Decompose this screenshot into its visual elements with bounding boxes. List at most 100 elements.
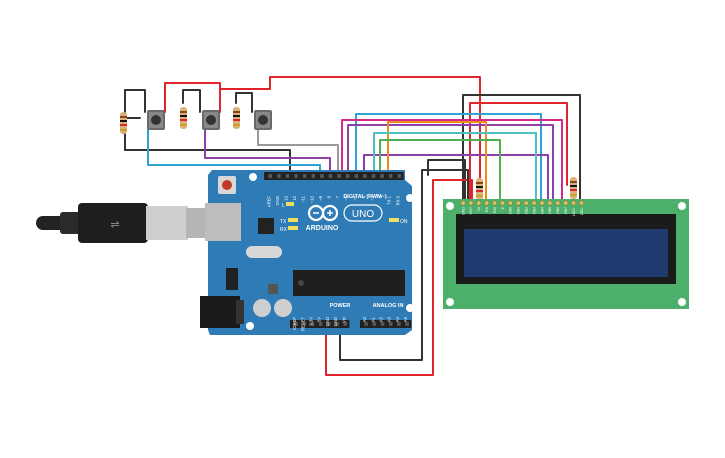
lcd-pin-8[interactable] — [523, 200, 529, 206]
power-pin-2[interactable] — [310, 322, 315, 326]
digital-pin-1[interactable] — [277, 174, 281, 178]
wire-blue[interactable] — [147, 129, 321, 176]
wire-black-btn3[interactable] — [235, 92, 253, 113]
power-pin-label: 3.3V — [309, 317, 314, 326]
wire-teal[interactable] — [373, 132, 537, 201]
digital-pin-5[interactable] — [311, 174, 316, 178]
lcd-pin-2[interactable] — [476, 200, 482, 206]
led-tx — [288, 218, 298, 222]
regulator — [226, 268, 238, 290]
lcd-pin-0[interactable] — [460, 200, 466, 206]
lcd-pin-1[interactable] — [468, 200, 474, 206]
digital-pin-9[interactable] — [345, 174, 350, 178]
capacitor-2 — [274, 299, 292, 317]
digital-pin-13[interactable] — [380, 174, 384, 178]
wire-red-5v-top[interactable] — [164, 76, 481, 201]
power-jack — [200, 296, 240, 328]
lcd-pin-3[interactable] — [484, 200, 490, 206]
digital-pin-15[interactable] — [397, 174, 402, 178]
wire-magenta[interactable] — [341, 119, 563, 201]
analog-pin-5[interactable] — [405, 322, 409, 326]
resistor-5[interactable] — [570, 177, 577, 199]
arduino-board[interactable]: L TX RX ON ARDUINO UNO DIGITAL (PWM~) PO… — [200, 170, 414, 335]
power-pin-label: IOREF — [292, 317, 297, 330]
digital-pin-3[interactable] — [294, 174, 298, 178]
lcd-pin-4[interactable] — [492, 200, 498, 206]
analog-pin-2[interactable] — [380, 322, 385, 326]
pushbutton-2[interactable] — [202, 110, 220, 130]
usb-chip — [258, 218, 274, 234]
wire-black-gnd-left[interactable] — [124, 89, 146, 119]
wire-blue-lcd[interactable] — [355, 113, 542, 201]
power-pin-label: GND — [333, 317, 338, 326]
lcd-pin-9[interactable] — [531, 200, 537, 206]
wire-red-bottom-5v[interactable] — [325, 179, 473, 376]
wire-purple-lcd[interactable] — [347, 124, 554, 201]
wire-gray[interactable] — [257, 129, 339, 176]
lcd-pin-14[interactable] — [571, 200, 577, 206]
lcd-pin-5[interactable] — [499, 200, 505, 206]
analog-label: ANALOG IN — [373, 303, 404, 309]
digital-pin-0[interactable] — [268, 174, 273, 178]
wire-black-resistor-bus[interactable] — [124, 129, 291, 176]
wire-purple[interactable] — [204, 129, 331, 176]
wire-red-lcd[interactable] — [469, 102, 568, 201]
power-pin-4[interactable] — [327, 322, 331, 326]
lcd-pin-label: DB4 — [540, 207, 544, 214]
wire-black-lcd-gnd[interactable] — [462, 94, 581, 201]
analog-pin-1[interactable] — [372, 322, 377, 326]
lcd-pin-label: V0 — [477, 207, 481, 211]
lcd-pin-12[interactable] — [555, 200, 561, 206]
lcd-pin-6[interactable] — [507, 200, 513, 206]
analog-pin-4[interactable] — [397, 322, 401, 326]
digital-pin-2[interactable] — [285, 174, 290, 178]
wires — [124, 76, 581, 376]
pushbutton-3[interactable] — [254, 110, 272, 130]
usb-cable-icon[interactable]: ⇌ — [36, 203, 208, 243]
wire-black-bottom-gnd[interactable] — [339, 169, 469, 361]
power-pin-1[interactable] — [302, 322, 307, 326]
analog-pin-0[interactable] — [364, 322, 368, 326]
lcd-pin-label: DB0 — [509, 207, 513, 214]
power-pin-5[interactable] — [335, 322, 339, 326]
digital-pin-label: TX 1 — [387, 195, 392, 205]
analog-pin-3[interactable] — [388, 322, 393, 326]
lcd-pin-label: DB6 — [556, 207, 560, 214]
digital-pin-label: 13 — [284, 195, 289, 200]
power-pin-3[interactable] — [318, 322, 323, 326]
power-pin-0[interactable] — [294, 322, 298, 326]
resistor-1[interactable] — [120, 112, 127, 134]
resistor-2[interactable] — [180, 107, 187, 129]
label-l: L — [282, 203, 285, 209]
arduino-model-text: UNO — [352, 209, 374, 220]
wire-black-btn2[interactable] — [182, 89, 201, 113]
resistors — [120, 107, 577, 200]
lcd-pin-label: RW — [493, 206, 497, 213]
analog-pin-label: A0 — [362, 316, 367, 322]
wire-orange[interactable] — [387, 121, 487, 201]
lcd-pin-11[interactable] — [547, 200, 553, 206]
digital-pin-8[interactable] — [337, 174, 341, 178]
digital-pin-7[interactable] — [328, 174, 333, 178]
digital-pin-4[interactable] — [302, 174, 307, 178]
power-label: POWER — [330, 303, 351, 309]
digital-pin-6[interactable] — [320, 174, 324, 178]
resistor-4[interactable] — [476, 178, 483, 200]
digital-pin-11[interactable] — [363, 174, 367, 178]
digital-pin-10[interactable] — [354, 174, 359, 178]
digital-pin-14[interactable] — [388, 174, 393, 178]
lcd-pin-7[interactable] — [515, 200, 521, 206]
wire-green[interactable] — [379, 139, 501, 201]
lcd-pin-13[interactable] — [563, 200, 569, 206]
digital-pin-12[interactable] — [371, 174, 376, 178]
wire-purple-lcd2[interactable] — [363, 154, 549, 201]
pushbutton-1[interactable] — [147, 110, 165, 130]
lcd-pin-10[interactable] — [539, 200, 545, 206]
power-pin-6[interactable] — [343, 322, 348, 326]
resistor-3[interactable] — [233, 107, 240, 129]
lcd-pin-15[interactable] — [578, 200, 584, 206]
